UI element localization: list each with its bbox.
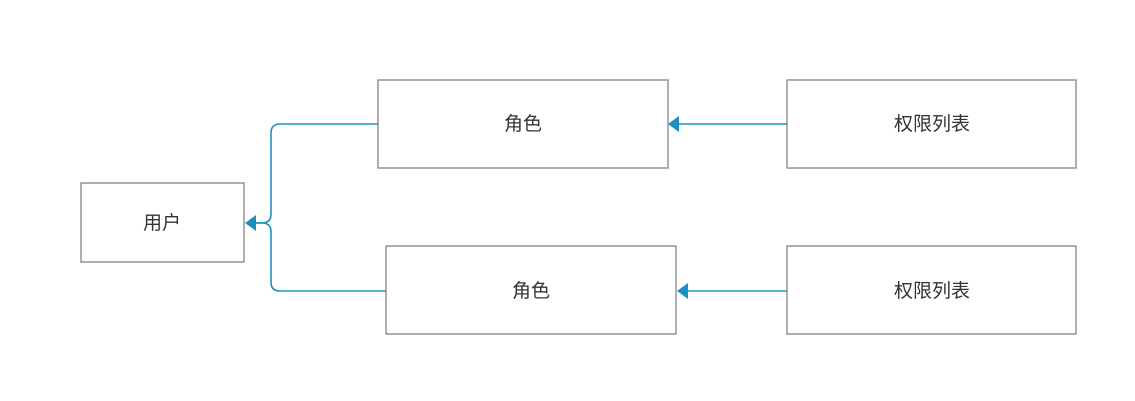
node-role-top[interactable]: 角色 [377, 79, 669, 169]
node-label: 角色 [512, 280, 550, 302]
node-label: 角色 [504, 113, 542, 135]
arrowhead-icon [668, 116, 679, 132]
arrowhead-icon [245, 215, 256, 231]
arrowhead-icon [677, 283, 688, 299]
node-label: 权限列表 [894, 113, 970, 135]
edge-role-bottom-to-user [256, 222, 386, 292]
edge-role-top-to-user [245, 123, 378, 231]
connector-line [256, 222, 386, 292]
node-user[interactable]: 用户 [80, 182, 245, 263]
edge-perm-bottom-to-role-bottom [677, 283, 787, 299]
edge-perm-top-to-role-top [668, 116, 787, 132]
node-label: 用户 [143, 212, 181, 234]
node-label: 权限列表 [894, 280, 970, 302]
node-permission-list-bottom[interactable]: 权限列表 [786, 245, 1077, 335]
node-permission-list-top[interactable]: 权限列表 [786, 79, 1077, 169]
connector-line [256, 123, 378, 224]
node-role-bottom[interactable]: 角色 [385, 245, 677, 335]
